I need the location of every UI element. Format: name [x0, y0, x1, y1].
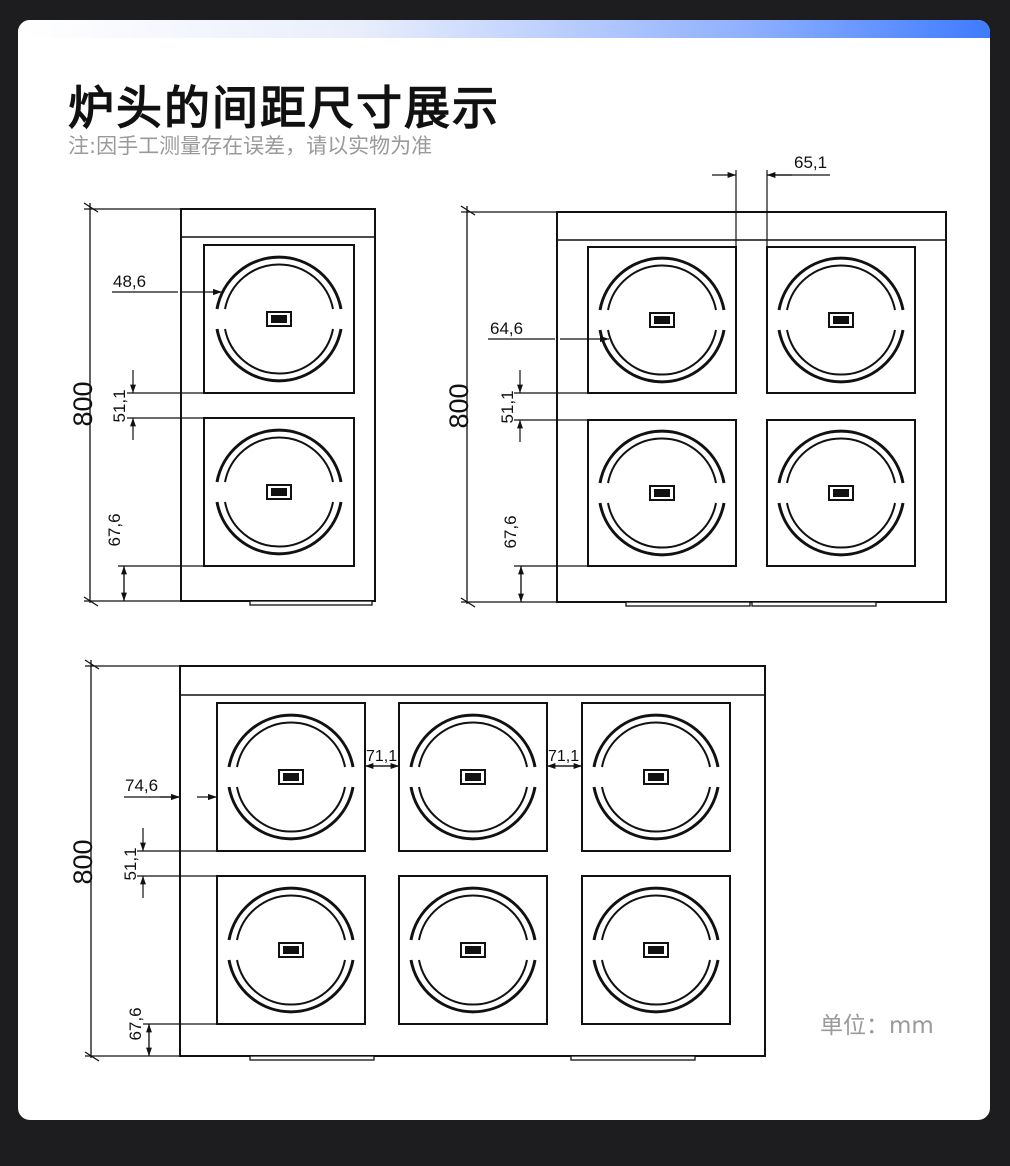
- burner-gap-label: 51,1: [121, 847, 140, 880]
- cabinet-foot: [751, 601, 877, 607]
- burner-cell: [587, 246, 737, 394]
- bottom-margin-label: 67,6: [105, 513, 124, 546]
- burner-cell: [766, 246, 916, 394]
- side-margin-label: 74,6: [125, 776, 158, 795]
- column-gap-label: 65,1: [794, 153, 827, 172]
- height-label: 800: [444, 383, 474, 428]
- page-title: 炉头的间距尺寸展示: [68, 81, 500, 135]
- cabinet-foot: [249, 600, 373, 606]
- burner-cell: [203, 244, 355, 394]
- cabinet-outline: [179, 665, 766, 1057]
- burner-cell: [203, 417, 355, 567]
- cabinet-foot: [625, 601, 751, 607]
- bottom-margin-label: 67,6: [126, 1007, 145, 1040]
- burner-cell: [216, 875, 366, 1025]
- cabinet-foot: [570, 1055, 696, 1061]
- cabinet-outline: [180, 208, 376, 602]
- column-gap-label: 71,1: [366, 748, 397, 765]
- drawing-four-burner: 800 64,6 65,1 51,1 67,6: [444, 153, 947, 608]
- header-accent-bar: [18, 20, 990, 38]
- burner-gap-label: 51,1: [110, 389, 129, 422]
- burner-cell: [766, 419, 916, 567]
- burner-cell: [216, 702, 366, 852]
- column-gap-label: 71,1: [548, 748, 579, 765]
- cabinet-foot: [249, 1055, 375, 1061]
- measurement-note: 注:因手工测量存在误差，请以实物为准: [68, 134, 433, 158]
- burner-cell: [581, 875, 731, 1025]
- unit-label: 单位：mm: [820, 1013, 934, 1039]
- bottom-margin-label: 67,6: [501, 515, 520, 548]
- burner-cell: [398, 875, 548, 1025]
- cabinet-outline: [556, 211, 947, 603]
- side-margin-label: 48,6: [113, 272, 146, 291]
- height-label: 800: [68, 381, 98, 426]
- burner-cell: [587, 419, 737, 567]
- burner-cell: [398, 702, 548, 852]
- side-margin-label: 64,6: [490, 319, 523, 338]
- burner-gap-label: 51,1: [498, 390, 517, 423]
- height-label: 800: [68, 839, 98, 884]
- drawing-two-burner: 800 48,6 51,1 67,6: [68, 202, 376, 607]
- burner-cell: [581, 702, 731, 852]
- drawing-six-burner: 800 74,6 71,1 71,1 51,1 67,6: [68, 659, 766, 1062]
